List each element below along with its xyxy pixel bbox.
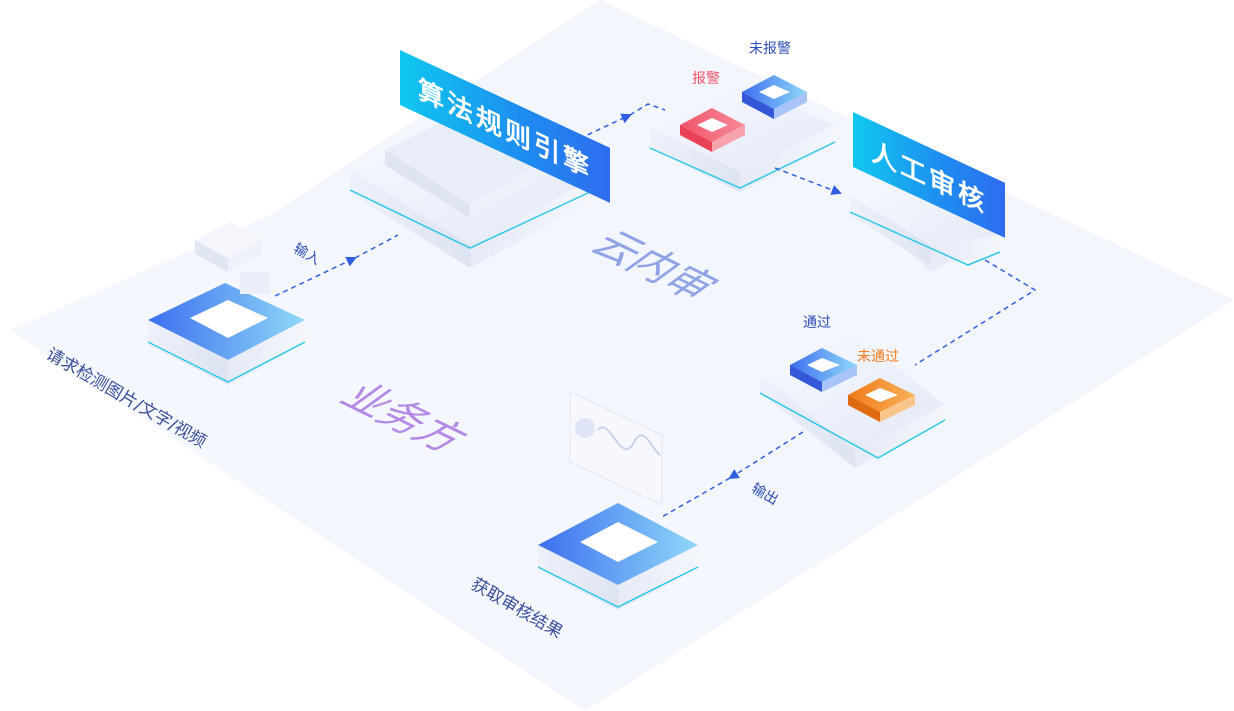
manual-to-result-arrow: [914, 259, 1037, 366]
request-platform: [147, 222, 306, 385]
alarm-to-manual-arrow: [774, 167, 842, 195]
result-panel-icon: [569, 391, 663, 506]
input-arrow: [274, 256, 357, 297]
request-cube: [195, 222, 270, 294]
alarm-block: [680, 108, 745, 152]
alarm-platform: [649, 75, 836, 192]
manual-platform: [849, 158, 1001, 272]
pass-label: 通过: [803, 315, 831, 331]
no-alarm-label: 未报警: [749, 41, 791, 57]
review-result-platform: [759, 330, 946, 468]
no-alarm-block: [742, 75, 807, 119]
alarm-label: 报警: [692, 71, 720, 87]
pass-block: [790, 348, 857, 392]
get-result-platform: [537, 391, 699, 610]
fail-block: [848, 378, 915, 422]
fail-label: 未通过: [857, 349, 899, 365]
engine-platform: [349, 108, 591, 268]
